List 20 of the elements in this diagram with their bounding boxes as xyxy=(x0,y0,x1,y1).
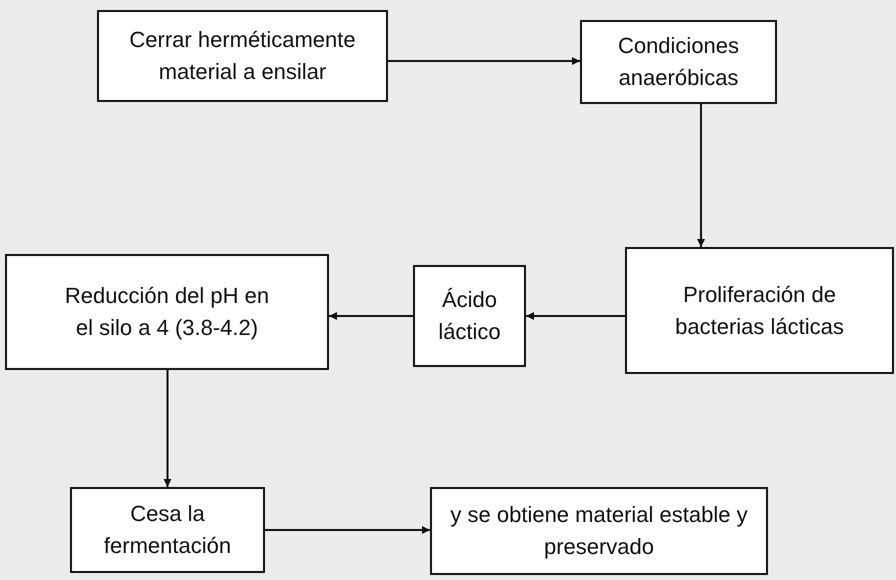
arrow xyxy=(697,104,705,247)
process-box xyxy=(70,487,265,573)
process-box xyxy=(5,254,329,370)
step-text: Cerrar herméticamente material a ensilar xyxy=(128,26,357,86)
process-box xyxy=(97,10,388,102)
arrow xyxy=(329,312,413,320)
step-text: y se obtiene material estable y preservado xyxy=(449,501,749,561)
step-text: Condiciones anaeróbicas xyxy=(616,32,740,92)
arrow xyxy=(265,526,430,534)
step-text: Ácido láctico xyxy=(437,286,502,346)
arrow xyxy=(388,57,580,65)
step-text: Reducción del pH en el silo a 4 (3.8-4.2) xyxy=(64,282,270,342)
arrow xyxy=(526,312,625,320)
step-text: Cesa la fermentación xyxy=(102,500,232,560)
step-text: Proliferación de bacterias lácticas xyxy=(674,280,845,340)
arrow xyxy=(164,370,172,487)
process-box xyxy=(413,265,526,367)
process-box xyxy=(625,247,894,374)
process-box xyxy=(580,20,777,104)
process-box xyxy=(430,487,768,575)
